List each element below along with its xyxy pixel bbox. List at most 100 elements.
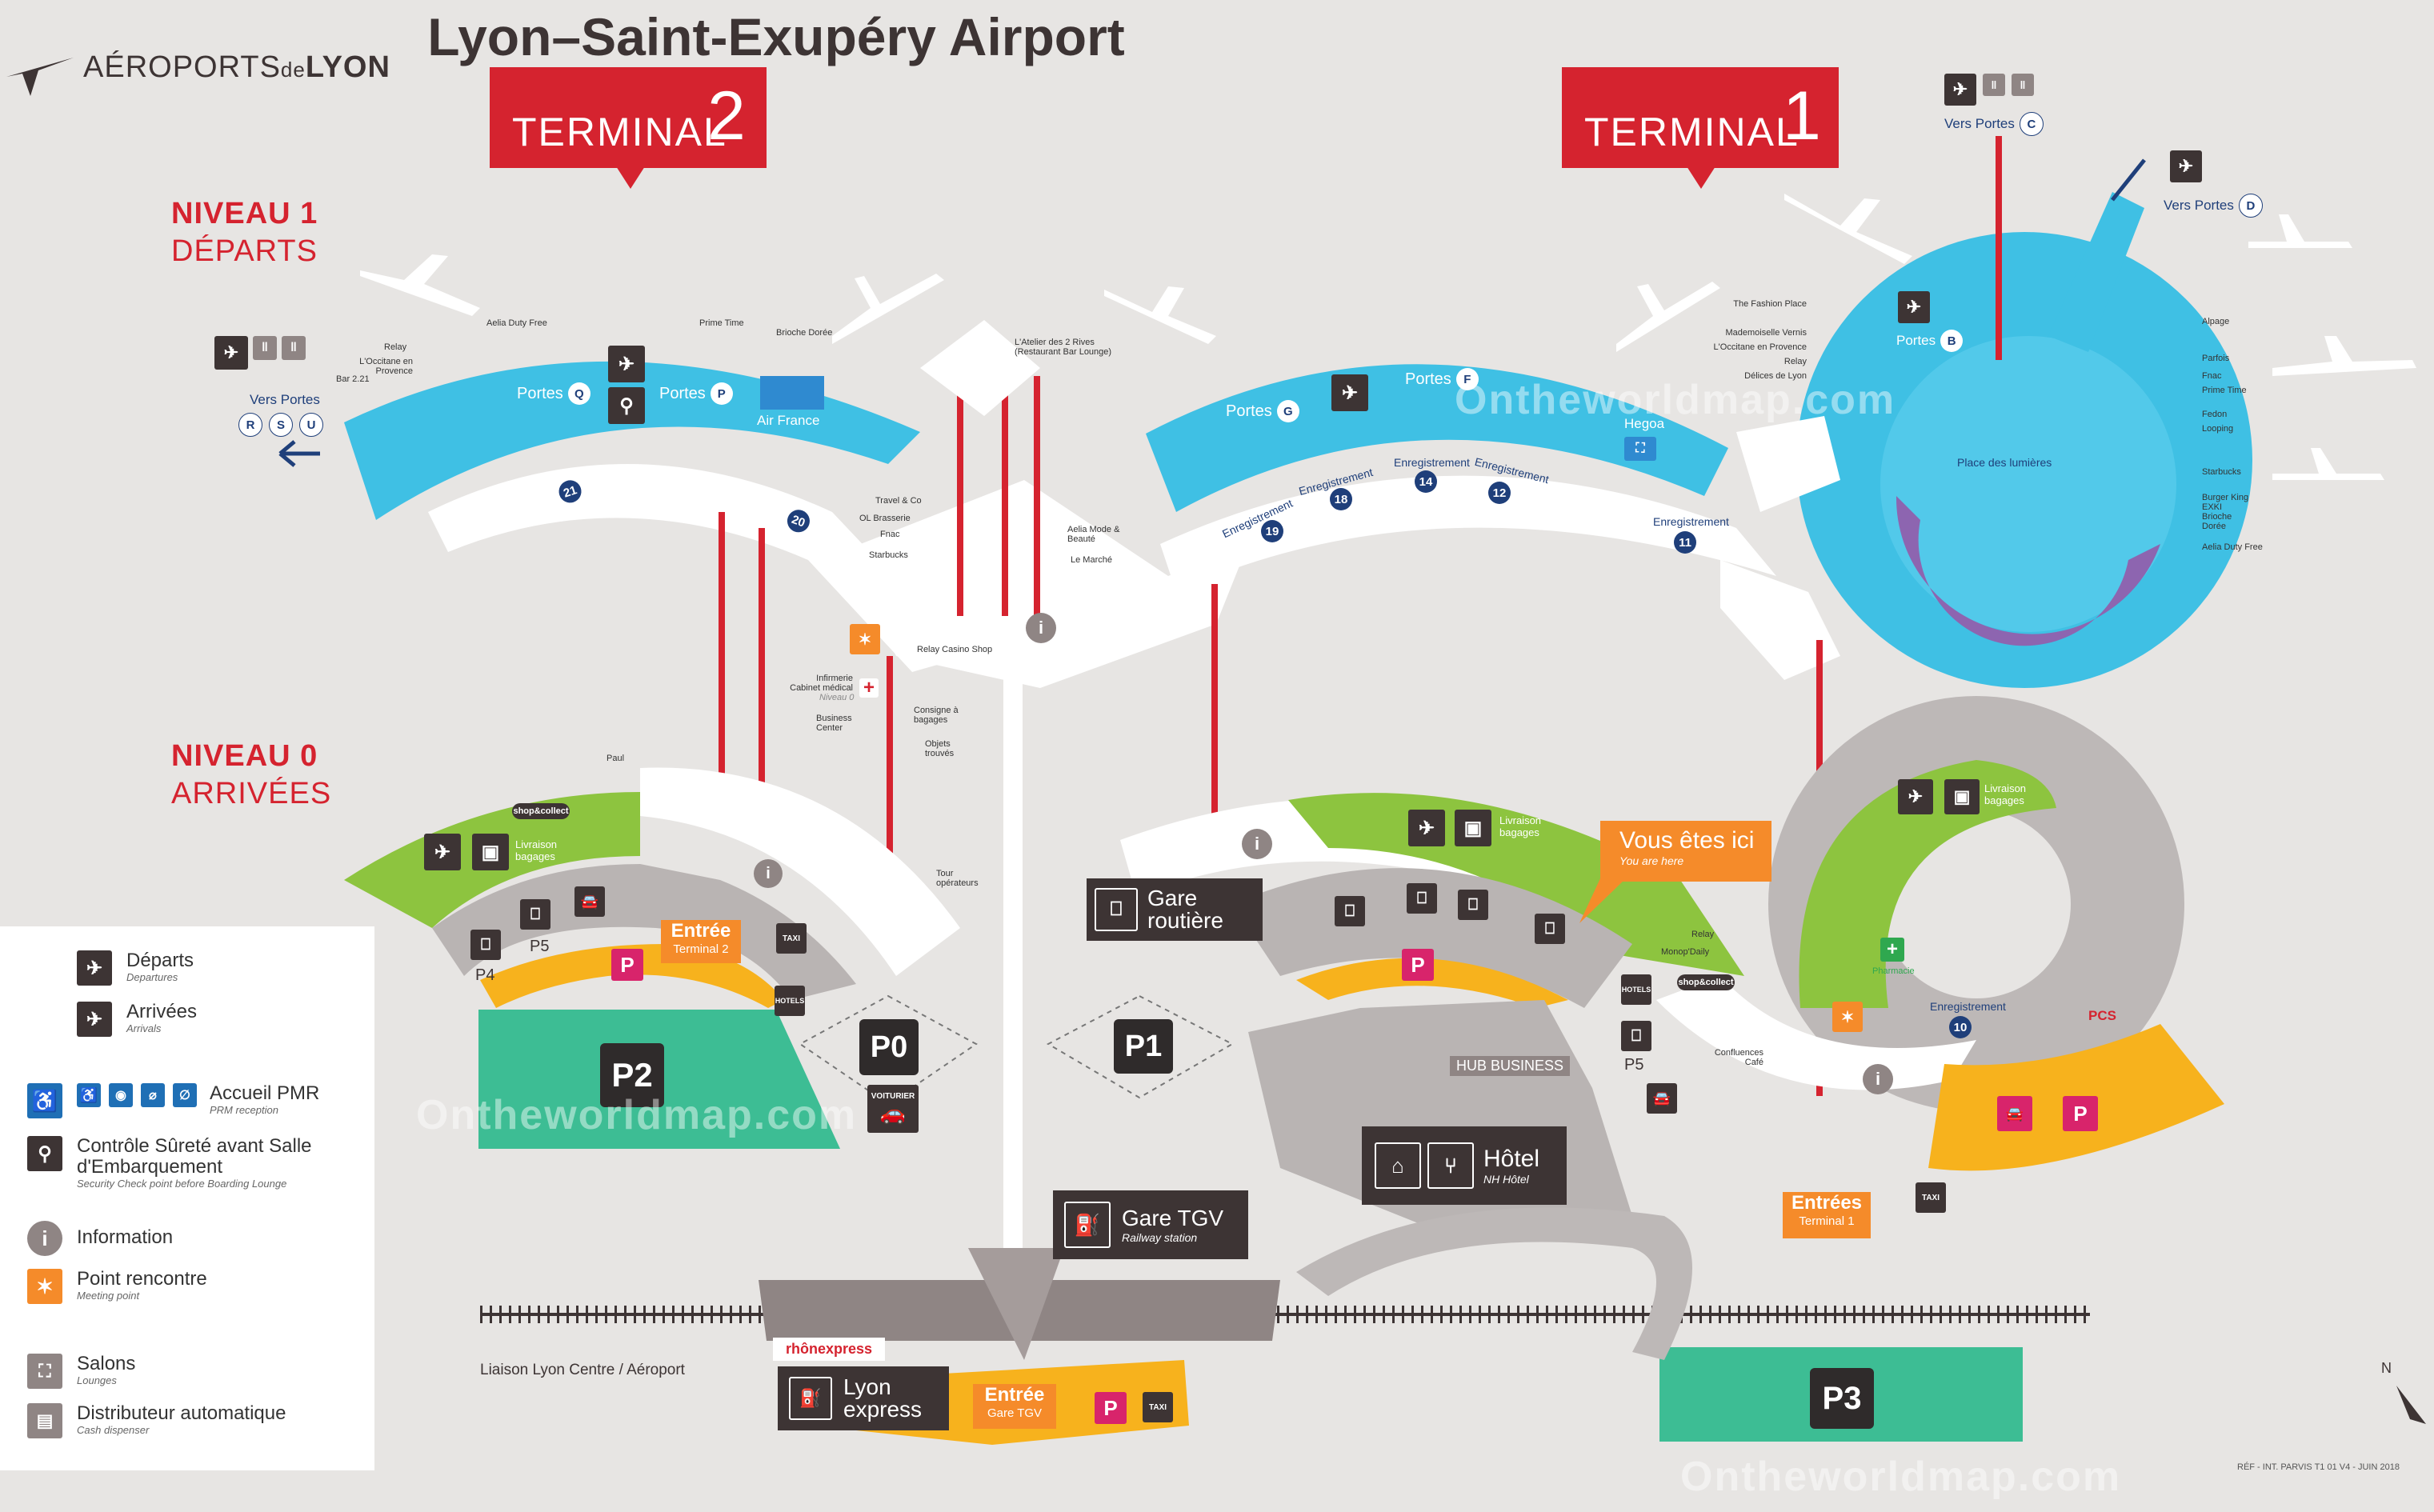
consigne-label: Consigne à bagages (914, 706, 959, 725)
legend-panel: ✈ Départs Departures ✈ Arrivées Arrivals… (0, 926, 374, 1470)
atelier-diamond (920, 320, 1040, 416)
security-icon: ‖ (2012, 74, 2034, 96)
gare-routiere-label: ⎕ Gare routière (1087, 878, 1263, 941)
plane-t1-top (1784, 194, 1912, 264)
checkin-11-badge: 11 (1674, 531, 1696, 554)
plane-right-2 (2272, 336, 2416, 376)
terminal-2-pointer (616, 166, 645, 189)
parking-t2-badge: P (611, 949, 643, 981)
liaison-label: Liaison Lyon Centre / Aéroport (480, 1362, 685, 1378)
checkin-11-label: Enregistrement (1653, 515, 1729, 528)
checkin-12-badge: 12 (1488, 482, 1511, 504)
car-rental-icon: 🚘 (1997, 1096, 2032, 1131)
relay-label-t1: Relay (1691, 930, 1715, 939)
security-icon: ⚲ (27, 1136, 62, 1171)
plane-right-1 (2248, 214, 2352, 248)
gate-f-badge: F (1455, 368, 1479, 390)
taxi-icon: TAXI (1143, 1392, 1173, 1422)
checkin-18-badge: 18 (1330, 488, 1352, 510)
niveau0-note: Niveau 0 (819, 693, 855, 702)
lyon-express-label: ⛽ Lyon express (778, 1366, 949, 1430)
departures-icon: ✈ (214, 336, 248, 370)
logo-text: AÉROPORTSdeLYON (83, 50, 390, 84)
departures-icon: ✈ (2170, 150, 2202, 182)
tgv-station-wing (968, 1248, 1064, 1360)
fnac-label: Fnac (880, 530, 900, 539)
terminal-1-pointer (1687, 166, 1715, 189)
car-rental-icon: 🚘 (574, 886, 605, 917)
vers-portes-rsu: ✈ ‖ ‖ Vers Portes R S U (214, 336, 323, 437)
t1-connector-lower (1720, 560, 1840, 680)
watermark-3: Ontheworldmap.com (1680, 1454, 2122, 1500)
bus-icon: ⎕ (1458, 890, 1488, 920)
legend-arrivees: ✈ Arrivées Arrivals (77, 1002, 197, 1037)
t2-elevator-shaft-2 (759, 528, 765, 800)
gate-b-badge: B (1940, 330, 1964, 352)
legend-salons: ⛶ Salons Lounges (27, 1354, 135, 1389)
information-icon: i (1863, 1064, 1893, 1094)
hegoa-label: Hegoa (1624, 416, 1665, 431)
hotel-label: ⌂ ⑂ Hôtel NH Hôtel (1362, 1126, 1567, 1205)
bus-icon: ⎕ (1095, 888, 1138, 931)
security-icon: ⚲ (608, 387, 645, 424)
tgv-entrance-label: Entrée Gare TGV (973, 1384, 1056, 1429)
arrow-to-d (2111, 158, 2146, 202)
arrivals-icon: ✈ (424, 834, 461, 870)
t2-road (432, 864, 856, 1000)
meeting-point-icon: ✶ (1832, 1002, 1863, 1032)
air-france-label: Air France (757, 413, 820, 428)
arrivals-icon: ✈ (1408, 810, 1445, 846)
p2-parking: P2 (600, 1043, 664, 1107)
legend-information: i Information (27, 1221, 173, 1256)
t1-arrivals-green (1288, 793, 1744, 976)
medical-icon: + (859, 677, 879, 698)
baggage-icon: ▣ (1944, 779, 1980, 814)
meeting-point-icon: ✶ (850, 624, 880, 654)
checkin-10-label: Enregistrement 10 (1930, 1000, 2006, 1038)
departures-icon: ✈ (1331, 374, 1368, 411)
t2-arrivals-white (640, 767, 960, 976)
terminal-1-banner: TERMINAL 1 (1562, 67, 1839, 168)
checkin-14-badge: 14 (1415, 470, 1437, 493)
niveau-0-title: NIVEAU 0 (171, 739, 318, 773)
baggage-icon: ▣ (472, 834, 509, 870)
t2-elevator-shaft-1 (719, 512, 725, 792)
legend-distributeur: ▤ Distributeur automatique Cash dispense… (27, 1403, 286, 1438)
shop-occitane: L'Occitane en Provence (359, 357, 413, 376)
ol-brasserie-label: OL Brasserie (859, 514, 911, 523)
p5-label-t1: P5 (1624, 1056, 1644, 1074)
vers-portes-c-label: Vers Portes (1944, 116, 2015, 131)
lounge-icon: ⛶ (1624, 437, 1656, 461)
express-train-icon: ⛽ (789, 1377, 832, 1420)
information-icon: i (1242, 829, 1272, 859)
shop-aelia: Aelia Duty Free (486, 318, 547, 328)
car-rental-icon: 🚘 (1647, 1083, 1677, 1114)
le-marche-label: Le Marché (1071, 555, 1112, 565)
compass-arrow (2396, 1386, 2426, 1424)
parking-t1-badge: P (1402, 949, 1434, 981)
sight-impaired-icon: ◉ (109, 1083, 133, 1107)
niveau-0-label: NIVEAU 0 ARRIVÉES (171, 739, 331, 811)
legend-controle: ⚲ Contrôle Sûreté avant Salle d'Embarque… (27, 1136, 349, 1190)
t1-shops-left: The Fashion Place Mademoiselle Vernis L'… (1713, 299, 1807, 381)
baggage-icon: ▣ (1455, 810, 1491, 846)
train-icon: ⛽ (1064, 1202, 1111, 1248)
infirmerie-label: Infirmerie Cabinet médical (790, 674, 853, 693)
arrivals-icon: ✈ (1898, 779, 1933, 814)
restaurant-icon: ⑂ (1427, 1142, 1474, 1189)
vers-portes-c: ✈ ‖ ‖ Vers Portes C (1944, 74, 2044, 136)
niveau-1-sub: DÉPARTS (171, 234, 318, 268)
t1-checkin-band (1160, 475, 1776, 592)
p5-label-t2: P5 (530, 938, 550, 955)
t1-parking-yellow (1296, 958, 1568, 1008)
center-elevator-shaft-3 (1034, 376, 1040, 616)
shop-collect-badge-t1: shop&collect (1677, 974, 1735, 990)
logo-icon (6, 58, 74, 96)
baggage-claim-label-t1: Livraison bagages (1499, 814, 1542, 838)
checkin-14-label: Enregistrement (1394, 456, 1470, 469)
t1-arrivals-white-lower (1656, 976, 1976, 1090)
